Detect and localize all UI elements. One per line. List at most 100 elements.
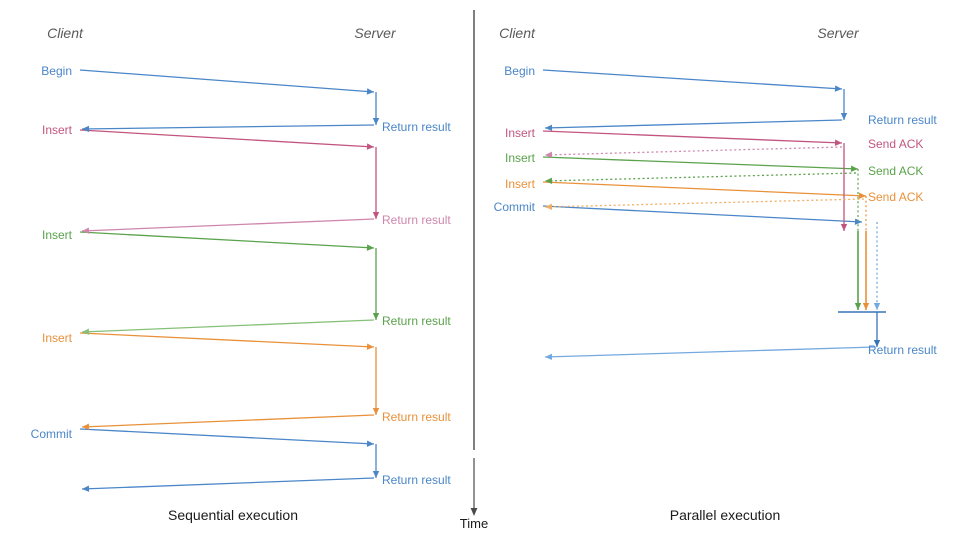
lane-title-client: Client xyxy=(499,25,536,41)
insert2-request-arrowhead xyxy=(366,244,374,251)
commit-tail-arrowhead xyxy=(873,340,881,347)
insert2-request xyxy=(542,156,859,172)
server-message-label-1: Return result xyxy=(382,213,451,227)
commit-response-line xyxy=(544,346,876,358)
lane-title-client: Client xyxy=(47,25,84,41)
client-message-label-0: Begin xyxy=(504,64,535,78)
insert2-processing-arrowhead xyxy=(372,313,380,320)
client-message-label-0: Begin xyxy=(41,64,72,78)
server-message-label-2: Send ACK xyxy=(868,164,923,178)
begin-request-arrowhead xyxy=(834,85,842,92)
insert2-request xyxy=(79,231,375,251)
begin-processing-arrowhead xyxy=(840,113,848,120)
server-message-label-1: Send ACK xyxy=(868,137,923,151)
insert3-ack-arrowhead xyxy=(545,203,553,211)
client-message-label-4: Commit xyxy=(494,200,536,214)
begin-processing-arrowhead xyxy=(372,118,380,125)
commit-response-arrowhead xyxy=(82,485,90,492)
commit-processing xyxy=(873,222,881,310)
begin-response-line xyxy=(544,119,843,129)
commit-request-line xyxy=(79,428,375,445)
time-axis: Time xyxy=(460,458,488,531)
insert2-processing-arrowhead xyxy=(854,303,862,310)
insert1-ack-line xyxy=(544,146,843,156)
client-message-label-4: Commit xyxy=(31,427,73,441)
commit-request xyxy=(79,428,375,447)
insert1-request-arrowhead xyxy=(834,139,842,146)
begin-response-arrowhead xyxy=(545,124,553,132)
insert1-ack-arrowhead xyxy=(545,151,553,159)
begin-request-arrowhead xyxy=(366,88,374,95)
commit-response-arrowhead xyxy=(545,353,553,360)
insert1-request-line xyxy=(542,130,843,144)
insert2-response-line xyxy=(81,319,375,333)
insert1-request xyxy=(79,129,375,150)
begin-processing xyxy=(372,92,380,125)
panel-caption-parallel: Parallel execution xyxy=(670,507,781,523)
commit-processing-arrowhead xyxy=(873,303,881,310)
insert3-ack-line xyxy=(544,198,865,208)
begin-request-line xyxy=(79,69,375,93)
server-message-label-4: Return result xyxy=(868,343,937,357)
insert2-request-line xyxy=(542,156,859,170)
insert3-request-arrowhead xyxy=(366,343,374,350)
insert3-request-line xyxy=(79,332,375,348)
client-message-label-2: Insert xyxy=(42,228,73,242)
begin-request-line xyxy=(542,69,843,90)
commit-request-arrowhead xyxy=(854,218,862,225)
commit-request-arrowhead xyxy=(366,440,374,447)
insert2-response xyxy=(81,319,375,335)
insert3-request-arrowhead xyxy=(858,192,866,199)
begin-response-arrowhead xyxy=(82,125,90,133)
insert1-request-arrowhead xyxy=(366,143,374,150)
insert3-processing xyxy=(862,196,870,310)
commit-tail xyxy=(873,312,881,347)
begin-processing xyxy=(840,89,848,120)
insert2-response-arrowhead xyxy=(82,328,90,335)
client-message-label-1: Insert xyxy=(42,123,73,137)
lane-title-server: Server xyxy=(354,25,397,41)
time-axis-arrowhead xyxy=(470,508,478,516)
begin-response-line xyxy=(81,124,375,130)
insert3-processing-arrowhead xyxy=(862,303,870,310)
insert1-processing-arrowhead xyxy=(372,212,380,219)
client-message-label-1: Insert xyxy=(505,126,536,140)
insert1-request-line xyxy=(79,129,375,148)
commit-request xyxy=(542,205,863,225)
commit-request-line xyxy=(542,205,863,223)
insert3-request-line xyxy=(542,181,867,197)
insert2-ack-line xyxy=(544,172,857,182)
insert3-response-line xyxy=(81,414,375,428)
begin-request xyxy=(79,69,375,95)
insert3-processing-arrowhead xyxy=(372,408,380,415)
commit-response xyxy=(544,346,876,360)
insert1-processing xyxy=(372,147,380,219)
insert1-response-arrowhead xyxy=(82,227,90,234)
insert3-request xyxy=(542,181,867,199)
insert1-request xyxy=(542,130,843,146)
insert1-response xyxy=(81,218,375,234)
begin-request xyxy=(542,69,843,92)
begin-response xyxy=(544,119,843,132)
panel-caption-sequential: Sequential execution xyxy=(168,507,298,523)
insert1-response-line xyxy=(81,218,375,232)
begin-response xyxy=(81,124,375,133)
insert3-response xyxy=(81,414,375,430)
server-message-label-4: Return result xyxy=(382,473,451,487)
client-message-label-3: Insert xyxy=(42,331,73,345)
client-message-label-3: Insert xyxy=(505,177,536,191)
server-message-label-0: Return result xyxy=(868,113,937,127)
insert2-request-arrowhead xyxy=(850,165,858,172)
client-message-label-2: Insert xyxy=(505,151,536,165)
insert3-processing xyxy=(372,347,380,415)
server-message-label-3: Send ACK xyxy=(868,190,923,204)
time-axis-label: Time xyxy=(460,516,488,531)
lane-title-server: Server xyxy=(817,25,860,41)
server-message-label-2: Return result xyxy=(382,314,451,328)
server-message-label-0: Return result xyxy=(382,120,451,134)
insert2-ack-arrowhead xyxy=(545,177,553,185)
